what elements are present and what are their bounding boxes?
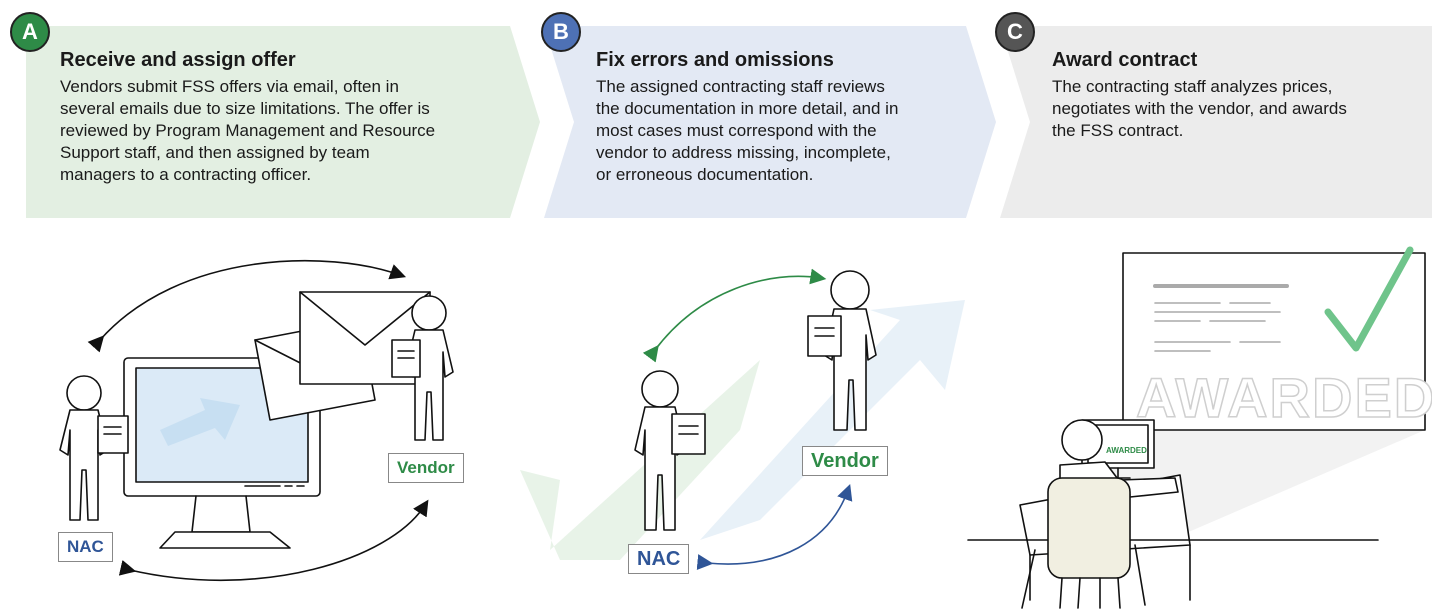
nac-person-icon [59, 375, 129, 521]
step-b-description: The assigned contracting staff reviews t… [596, 77, 899, 184]
panel-a-illustration [59, 259, 454, 581]
step-c-description: The contracting staff analyzes prices, n… [1052, 77, 1347, 140]
step-a-title: Receive and assign offer [60, 49, 296, 71]
award-board [1122, 246, 1426, 431]
step-a-badge: A [10, 12, 50, 52]
step-a-text: Receive and assign offer Vendors submit … [60, 48, 510, 186]
step-b-chevron [544, 26, 996, 218]
chair-icon [1021, 477, 1146, 609]
process-banner [26, 26, 1432, 218]
panel-b-illustration [520, 268, 965, 571]
check-mark-icon [1324, 246, 1414, 352]
background-arrow-down [520, 360, 760, 560]
step-c-title: Award contract [1052, 49, 1198, 71]
arrow-bottom-b [696, 483, 853, 571]
arrow-top-b [642, 268, 827, 363]
awarded-board-text: AWARDED [1135, 366, 1432, 429]
panel-c-illustration [967, 246, 1426, 609]
illustrations [59, 246, 1426, 609]
step-b-text: Fix errors and omissions The assigned co… [596, 48, 976, 186]
step-a-chevron [26, 26, 540, 218]
nac-person-icon [634, 370, 706, 531]
awarded-monitor-text: AWARDED [1106, 446, 1147, 455]
step-b-title: Fix errors and omissions [596, 49, 834, 71]
vendor-label-a: Vendor [388, 453, 464, 483]
vendor-person-icon [391, 295, 454, 441]
step-c-badge: C [995, 12, 1035, 52]
step-a-description: Vendors submit FSS offers via email, oft… [60, 77, 436, 184]
arrow-top-a [87, 259, 407, 353]
arrow-bottom-a [118, 499, 429, 581]
vendor-label-b: Vendor [802, 446, 888, 476]
step-b-badge: B [541, 12, 581, 52]
step-c-text: Award contract The contracting staff ana… [1052, 48, 1422, 142]
vendor-person-icon [807, 270, 877, 431]
step-c-chevron [1000, 26, 1432, 218]
nac-label-a: NAC [58, 532, 113, 562]
background-arrow-up [700, 300, 965, 540]
nac-label-b: NAC [628, 544, 690, 574]
